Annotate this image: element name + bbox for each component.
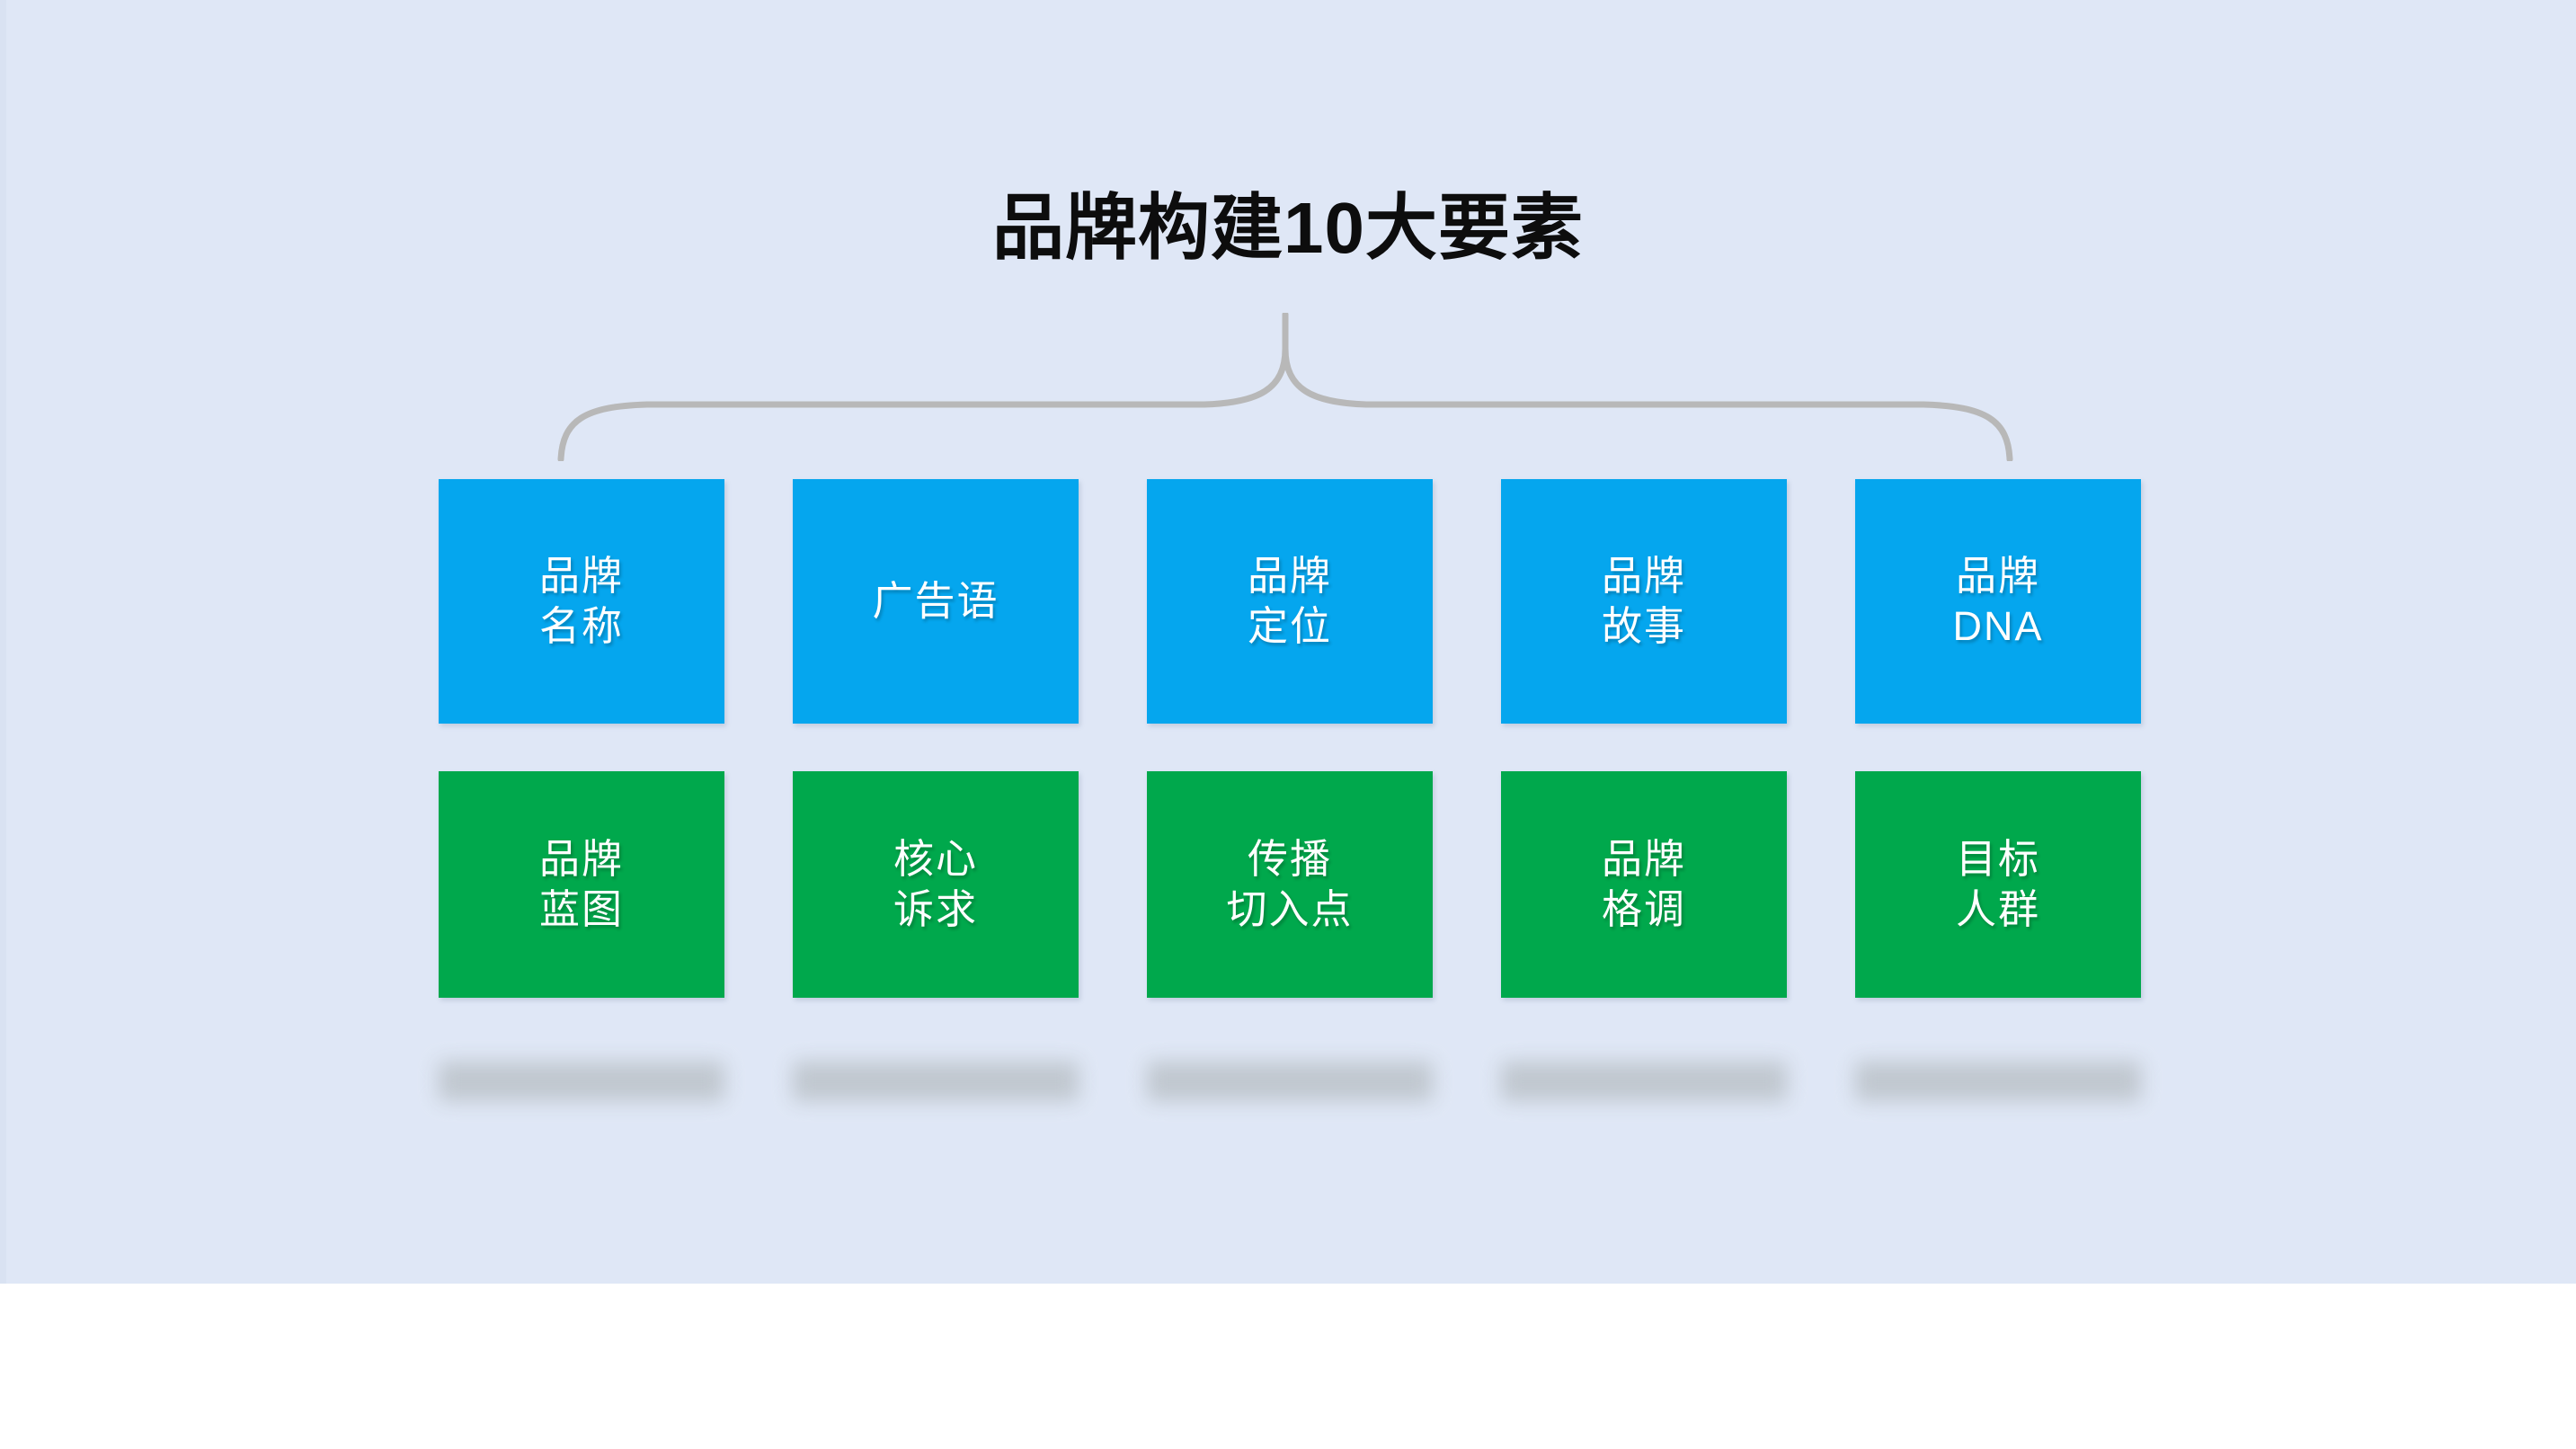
green-card-row: 品牌 蓝图 核心 诉求 传播 切入点 品牌 格调 目标 人群 bbox=[439, 771, 2141, 998]
card-green-3-line1: 传播 bbox=[1247, 835, 1332, 882]
card-green-5-line2: 人群 bbox=[1955, 886, 2040, 932]
card-blue-3-line2: 定位 bbox=[1247, 603, 1332, 649]
slide-panel: 品牌构建10大要素 品牌 名称 广告语 品牌 定位 品牌 故事 品牌 DNA bbox=[0, 0, 2576, 1284]
card-blue-2[interactable]: 广告语 bbox=[793, 479, 1079, 724]
card-blue-2-line1: 广告语 bbox=[872, 577, 999, 624]
panel-left-edge bbox=[0, 0, 6, 1284]
card-green-1-line1: 品牌 bbox=[538, 835, 624, 882]
card-blue-4-line1: 品牌 bbox=[1601, 552, 1686, 599]
placeholder-slot-1 bbox=[439, 1050, 724, 1113]
card-green-4-line2: 格调 bbox=[1601, 886, 1686, 932]
placeholder-bar-3 bbox=[1147, 1062, 1433, 1101]
card-blue-5[interactable]: 品牌 DNA bbox=[1855, 479, 2141, 724]
placeholder-bar-row bbox=[439, 1050, 2141, 1113]
blue-card-row: 品牌 名称 广告语 品牌 定位 品牌 故事 品牌 DNA bbox=[439, 479, 2141, 724]
placeholder-slot-2 bbox=[793, 1050, 1079, 1113]
card-green-1-line2: 蓝图 bbox=[538, 886, 624, 932]
card-blue-4-line2: 故事 bbox=[1601, 603, 1686, 649]
curly-brace-connector bbox=[539, 313, 2031, 461]
card-green-1[interactable]: 品牌 蓝图 bbox=[439, 771, 724, 998]
card-green-2-line2: 诉求 bbox=[893, 886, 978, 932]
card-blue-1[interactable]: 品牌 名称 bbox=[439, 479, 724, 724]
card-blue-3[interactable]: 品牌 定位 bbox=[1147, 479, 1433, 724]
card-green-2[interactable]: 核心 诉求 bbox=[793, 771, 1079, 998]
placeholder-bar-2 bbox=[793, 1062, 1079, 1101]
placeholder-slot-5 bbox=[1855, 1050, 2141, 1113]
placeholder-bar-1 bbox=[439, 1062, 724, 1101]
card-blue-1-line2: 名称 bbox=[538, 603, 624, 649]
card-blue-5-line1: 品牌 bbox=[1955, 552, 2040, 599]
card-blue-5-line2: DNA bbox=[1952, 603, 2044, 649]
placeholder-bar-5 bbox=[1855, 1062, 2141, 1101]
card-green-3-line2: 切入点 bbox=[1226, 886, 1354, 932]
card-green-4-line1: 品牌 bbox=[1601, 835, 1686, 882]
card-green-5-line1: 目标 bbox=[1955, 835, 2040, 882]
card-green-3[interactable]: 传播 切入点 bbox=[1147, 771, 1433, 998]
card-blue-4[interactable]: 品牌 故事 bbox=[1501, 479, 1787, 724]
placeholder-slot-4 bbox=[1501, 1050, 1787, 1113]
card-green-4[interactable]: 品牌 格调 bbox=[1501, 771, 1787, 998]
card-green-2-line1: 核心 bbox=[893, 835, 978, 882]
placeholder-bar-4 bbox=[1501, 1062, 1787, 1101]
card-green-5[interactable]: 目标 人群 bbox=[1855, 771, 2141, 998]
card-blue-3-line1: 品牌 bbox=[1247, 552, 1332, 599]
card-blue-1-line1: 品牌 bbox=[538, 552, 624, 599]
placeholder-slot-3 bbox=[1147, 1050, 1433, 1113]
page-title: 品牌构建10大要素 bbox=[992, 188, 1584, 268]
